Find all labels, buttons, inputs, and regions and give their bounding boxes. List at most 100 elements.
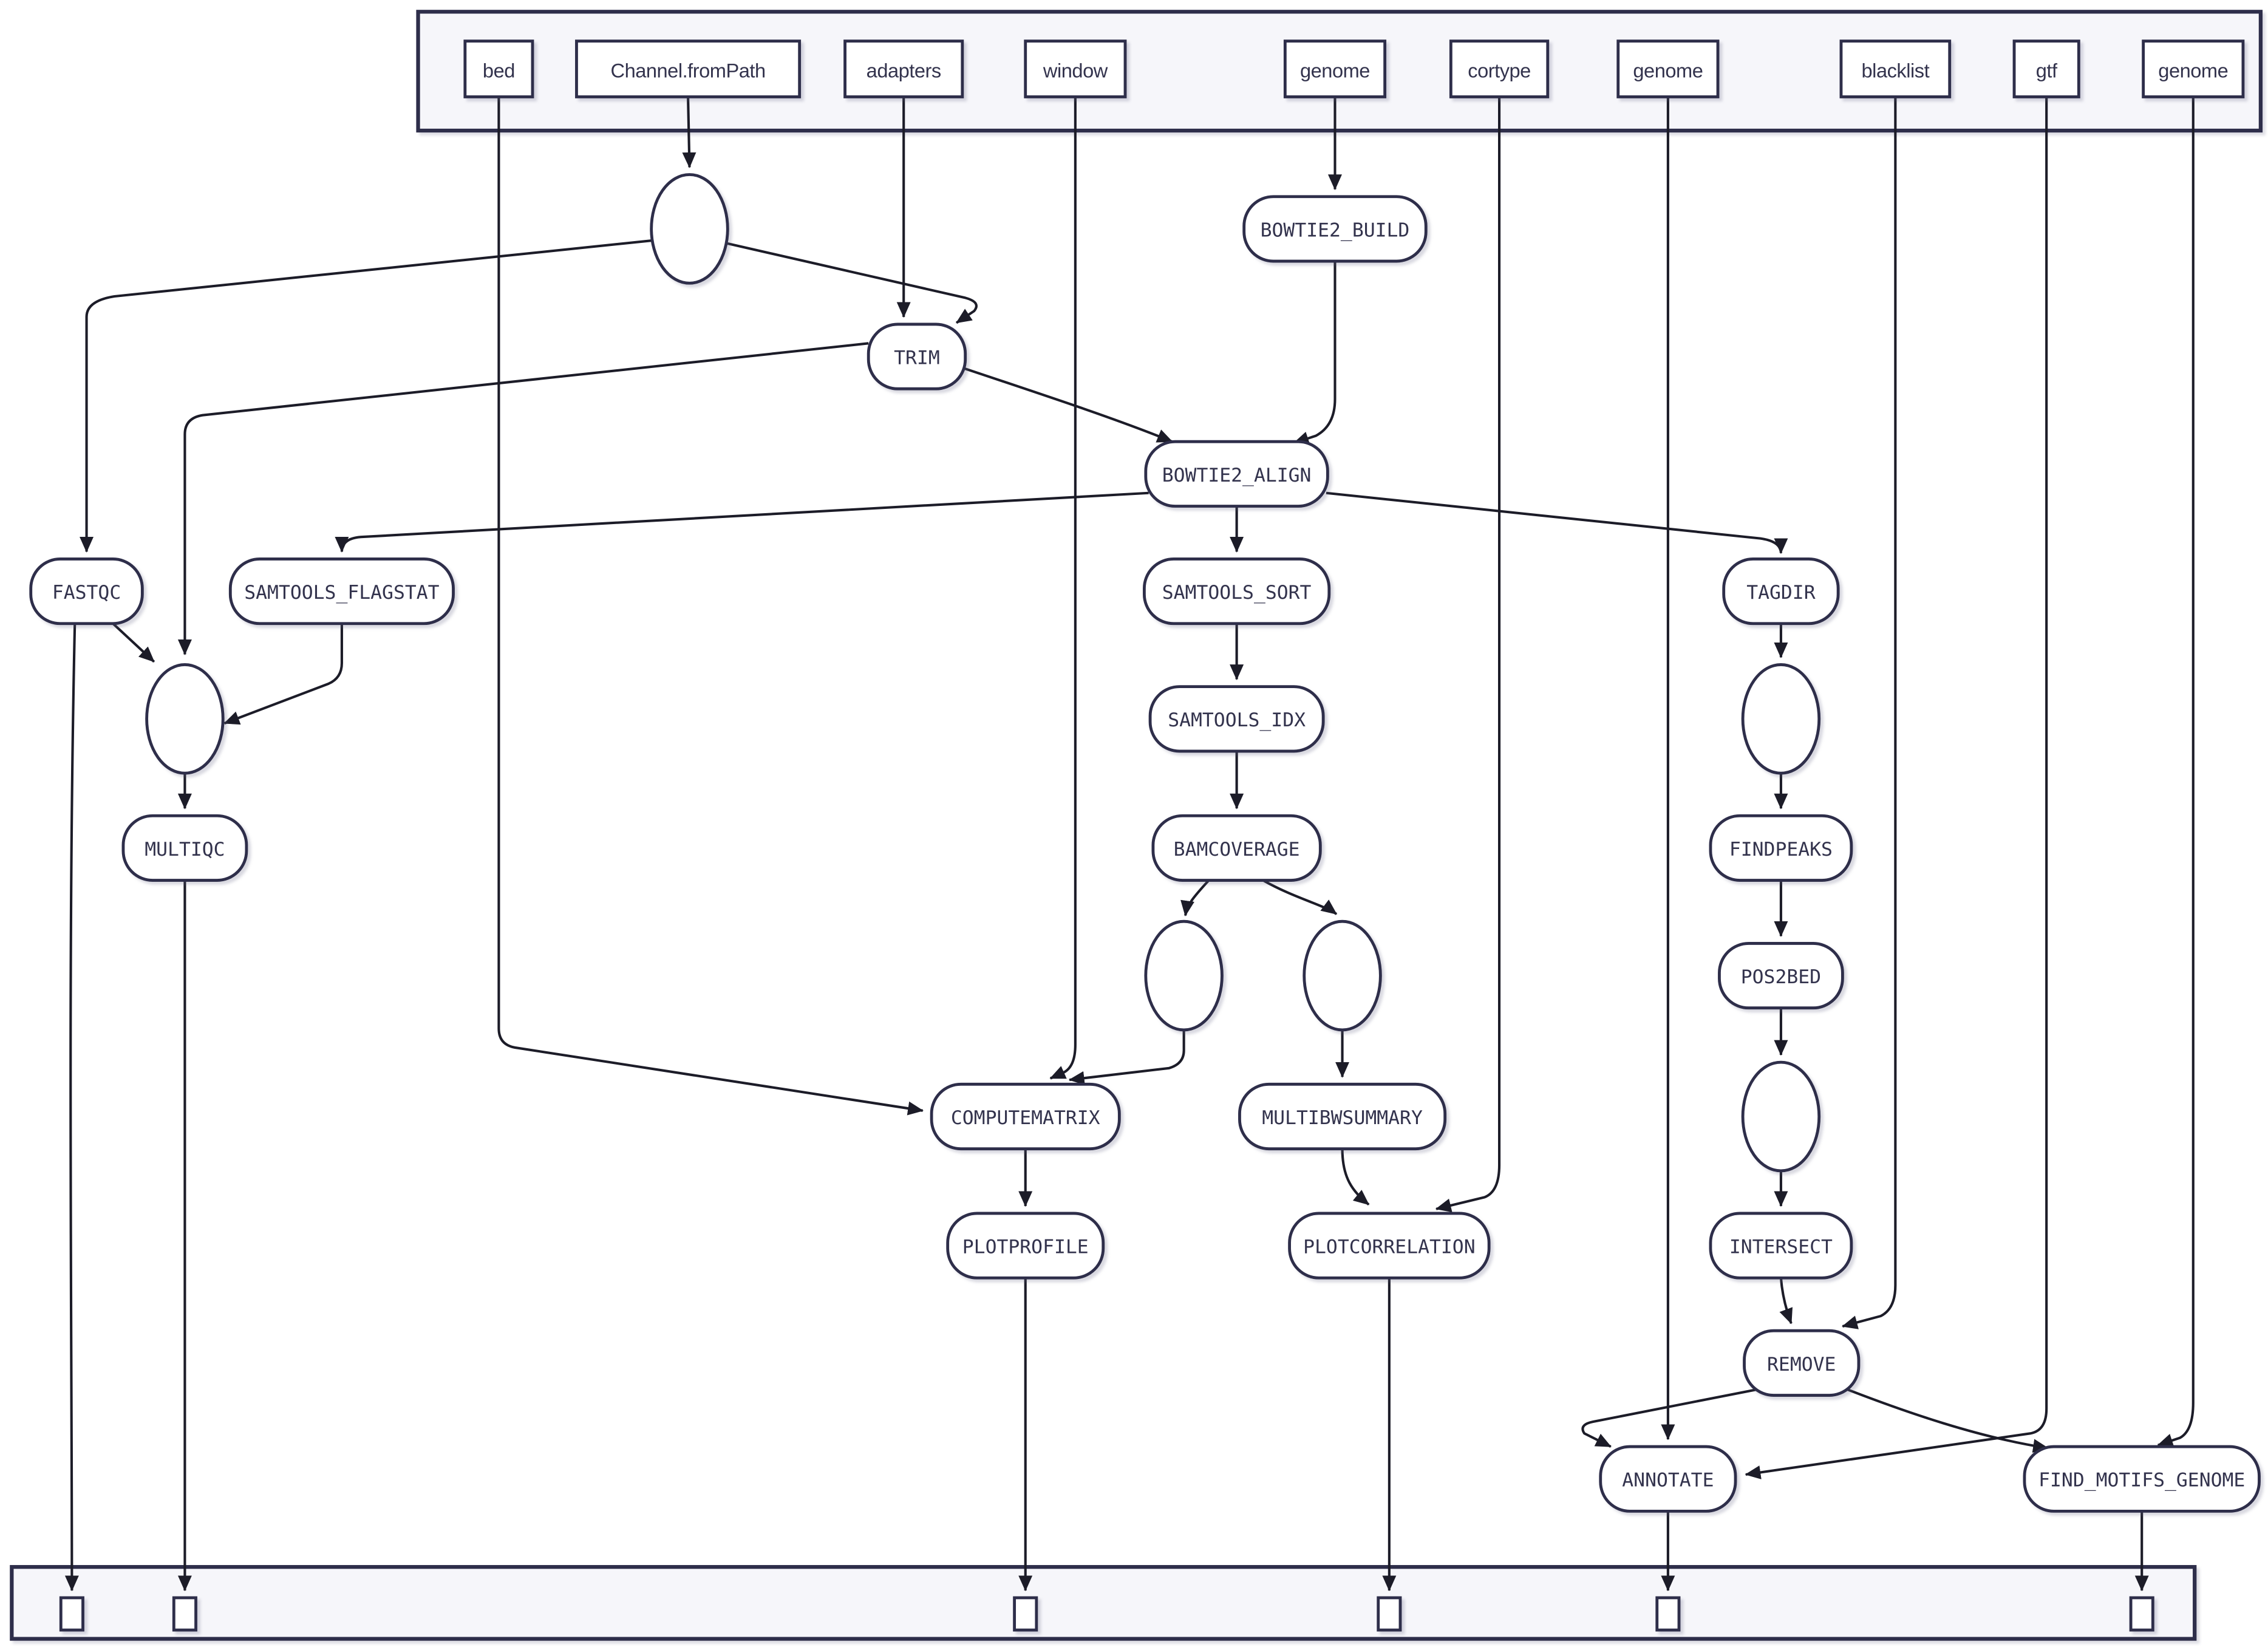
output-square-out-1 — [59, 1596, 84, 1632]
fastqc-label: FASTQC — [52, 582, 121, 604]
intersect-label: INTERSECT — [1729, 1236, 1833, 1258]
output-square-out-4 — [1377, 1596, 1402, 1632]
input-shape — [1024, 39, 1127, 98]
process-shape — [867, 322, 967, 390]
process-node-annotate: ANNOTATE — [1599, 1445, 1737, 1513]
remove-label: REMOVE — [1767, 1354, 1836, 1376]
edge-bowtie2-build-to-bowtie2-align — [1293, 261, 1337, 445]
edge-bamcoverage-to-op-4 — [1262, 879, 1338, 915]
edge-channel-frompath-to-op-1 — [682, 97, 696, 168]
edge-genome-3-to-find-motifs-genome — [2157, 97, 2195, 1447]
process-shape — [946, 1212, 1105, 1280]
junction-circle-op-6 — [1741, 1060, 1821, 1173]
samtools-flagstat-label: SAMTOOLS_FLAGSTAT — [244, 582, 439, 604]
genome-3-label: genome — [2158, 59, 2228, 81]
process-node-intersect: INTERSECT — [1709, 1212, 1853, 1280]
process-node-pos2bed: POS2BED — [1718, 942, 1844, 1010]
edge-fastqc-to-op-2 — [112, 622, 155, 663]
input-shape — [1449, 39, 1550, 98]
input-shape — [2012, 39, 2080, 98]
edge-trim-to-op-2 — [177, 342, 869, 655]
process-node-multibwsummary: MULTIBWSUMMARY — [1238, 1082, 1447, 1151]
process-shape — [1242, 195, 1428, 263]
edge-multibwsummary-to-plotcorrelation — [1341, 1148, 1370, 1206]
junction-circle-op-2 — [145, 663, 225, 775]
output-square-out-3 — [1013, 1596, 1038, 1632]
gtf-label: gtf — [2036, 59, 2058, 81]
process-shape — [1151, 814, 1322, 882]
input-node-bed: bed — [463, 39, 534, 98]
input-node-adapters: adapters — [843, 39, 964, 98]
process-shape — [1288, 1212, 1491, 1280]
input-shape — [575, 39, 802, 98]
process-node-computematrix: COMPUTEMATRIX — [930, 1082, 1121, 1151]
samtools-sort-label: SAMTOOLS_SORT — [1162, 582, 1312, 604]
bamcoverage-label: BAMCOVERAGE — [1174, 839, 1300, 861]
process-shape — [1148, 685, 1325, 753]
input-shape — [2142, 39, 2245, 98]
edge-remove-to-find-motifs-genome — [1839, 1385, 2049, 1453]
process-node-plotprofile: PLOTPROFILE — [946, 1212, 1105, 1280]
input-shape — [1839, 39, 1952, 98]
input-node-gtf: gtf — [2012, 39, 2080, 98]
genome-2-label: genome — [1633, 59, 1703, 81]
channel-frompath-label: Channel.fromPath — [611, 59, 766, 81]
output-shape — [172, 1596, 197, 1632]
edge-window-to-computematrix — [1049, 97, 1077, 1080]
process-shape — [1144, 440, 1329, 508]
junction-circle-op-1 — [650, 173, 729, 285]
process-node-trim: TRIM — [867, 322, 967, 390]
output-shape — [2129, 1596, 2154, 1632]
process-node-find-motifs-genome: FIND_MOTIFS_GENOME — [2023, 1445, 2261, 1513]
input-node-cortype: cortype — [1449, 39, 1550, 98]
genome-1-label: genome — [1300, 59, 1370, 81]
input-shape — [843, 39, 964, 98]
process-node-findpeaks: FINDPEAKS — [1709, 814, 1853, 882]
process-node-samtools-flagstat: SAMTOOLS_FLAGSTAT — [228, 558, 455, 626]
process-shape — [1709, 1212, 1853, 1280]
find-motifs-genome-label: FIND_MOTIFS_GENOME — [2038, 1470, 2245, 1492]
multibwsummary-label: MULTIBWSUMMARY — [1262, 1107, 1423, 1129]
trim-label: TRIM — [894, 347, 940, 369]
input-node-window: window — [1024, 39, 1127, 98]
process-shape — [121, 814, 248, 882]
process-node-remove: REMOVE — [1743, 1329, 1861, 1397]
junction-circle-op-4 — [1303, 919, 1382, 1032]
cortype-label: cortype — [1468, 59, 1531, 81]
edge-op-3-to-computematrix — [1068, 1029, 1185, 1085]
cluster-outputs-box — [10, 1565, 2197, 1641]
input-node-genome-3: genome — [2142, 39, 2245, 98]
output-square-out-5 — [1655, 1596, 1681, 1632]
findpeaks-label: FINDPEAKS — [1729, 839, 1833, 861]
input-shape — [1616, 39, 1720, 98]
edge-op-1-to-fastqc — [80, 239, 652, 553]
edge-blacklist-to-remove — [1841, 97, 1897, 1329]
process-node-multiqc: MULTIQC — [121, 814, 248, 882]
annotate-label: ANNOTATE — [1622, 1470, 1714, 1492]
computematrix-label: COMPUTEMATRIX — [951, 1107, 1100, 1129]
process-shape — [1142, 558, 1331, 626]
edge-bed-to-computematrix — [497, 97, 924, 1116]
process-node-bamcoverage: BAMCOVERAGE — [1151, 814, 1322, 882]
input-shape — [463, 39, 534, 98]
edge-cortype-to-plotcorrelation — [1435, 97, 1501, 1213]
output-shape — [1377, 1596, 1402, 1632]
edge-gtf-to-annotate — [1745, 97, 2048, 1479]
process-shape — [29, 558, 144, 626]
tagdir-label: TAGDIR — [1746, 582, 1815, 604]
blacklist-label: blacklist — [1862, 59, 1930, 81]
junction-ellipse — [1144, 919, 1224, 1032]
process-shape — [930, 1082, 1121, 1151]
adapters-label: adapters — [867, 59, 941, 81]
output-shape — [59, 1596, 84, 1632]
plotprofile-label: PLOTPROFILE — [962, 1236, 1089, 1258]
junction-ellipse — [1303, 919, 1382, 1032]
input-node-channel-frompath: Channel.fromPath — [575, 39, 802, 98]
output-square-out-6 — [2129, 1596, 2154, 1632]
junction-ellipse — [650, 173, 729, 285]
pos2bed-label: POS2BED — [1741, 966, 1821, 988]
edge-intersect-to-remove — [1779, 1278, 1793, 1325]
multiqc-label: MULTIQC — [145, 839, 225, 861]
